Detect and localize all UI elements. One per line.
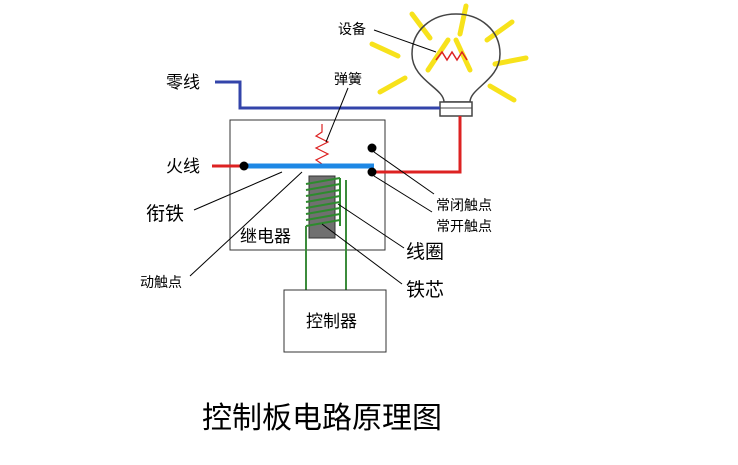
label-iron-core: 铁芯 [406,279,444,301]
label-controller: 控制器 [306,312,357,332]
label-moving-contact: 动触点 [140,275,182,291]
label-spring: 弹簧 [334,72,362,88]
spring-icon [314,124,330,165]
light-bulb-icon [411,13,501,117]
label-live-wire: 火线 [166,157,200,177]
normally-closed-contact-dot [367,143,377,153]
label-device: 设备 [338,21,366,38]
label-coil: 线圈 [406,241,444,263]
label-armature: 衔铁 [146,203,184,225]
controller-box [283,289,387,353]
label-relay: 继电器 [240,227,291,247]
coil-icon [305,177,341,227]
label-neutral-wire: 零线 [166,73,200,93]
label-normally-closed-contact: 常闭触点 [436,198,492,214]
moving-contact-dot [239,161,249,171]
diagram-caption: 控制板电路原理图 [202,401,442,436]
normally-open-contact-dot [367,167,377,177]
neutral-wire [215,80,440,110]
leader-lines [189,29,437,285]
relay-box [229,119,386,251]
light-bulb-rays [369,3,529,103]
live-wire-out [374,116,462,174]
label-normally-open-contact: 常开触点 [436,219,492,235]
